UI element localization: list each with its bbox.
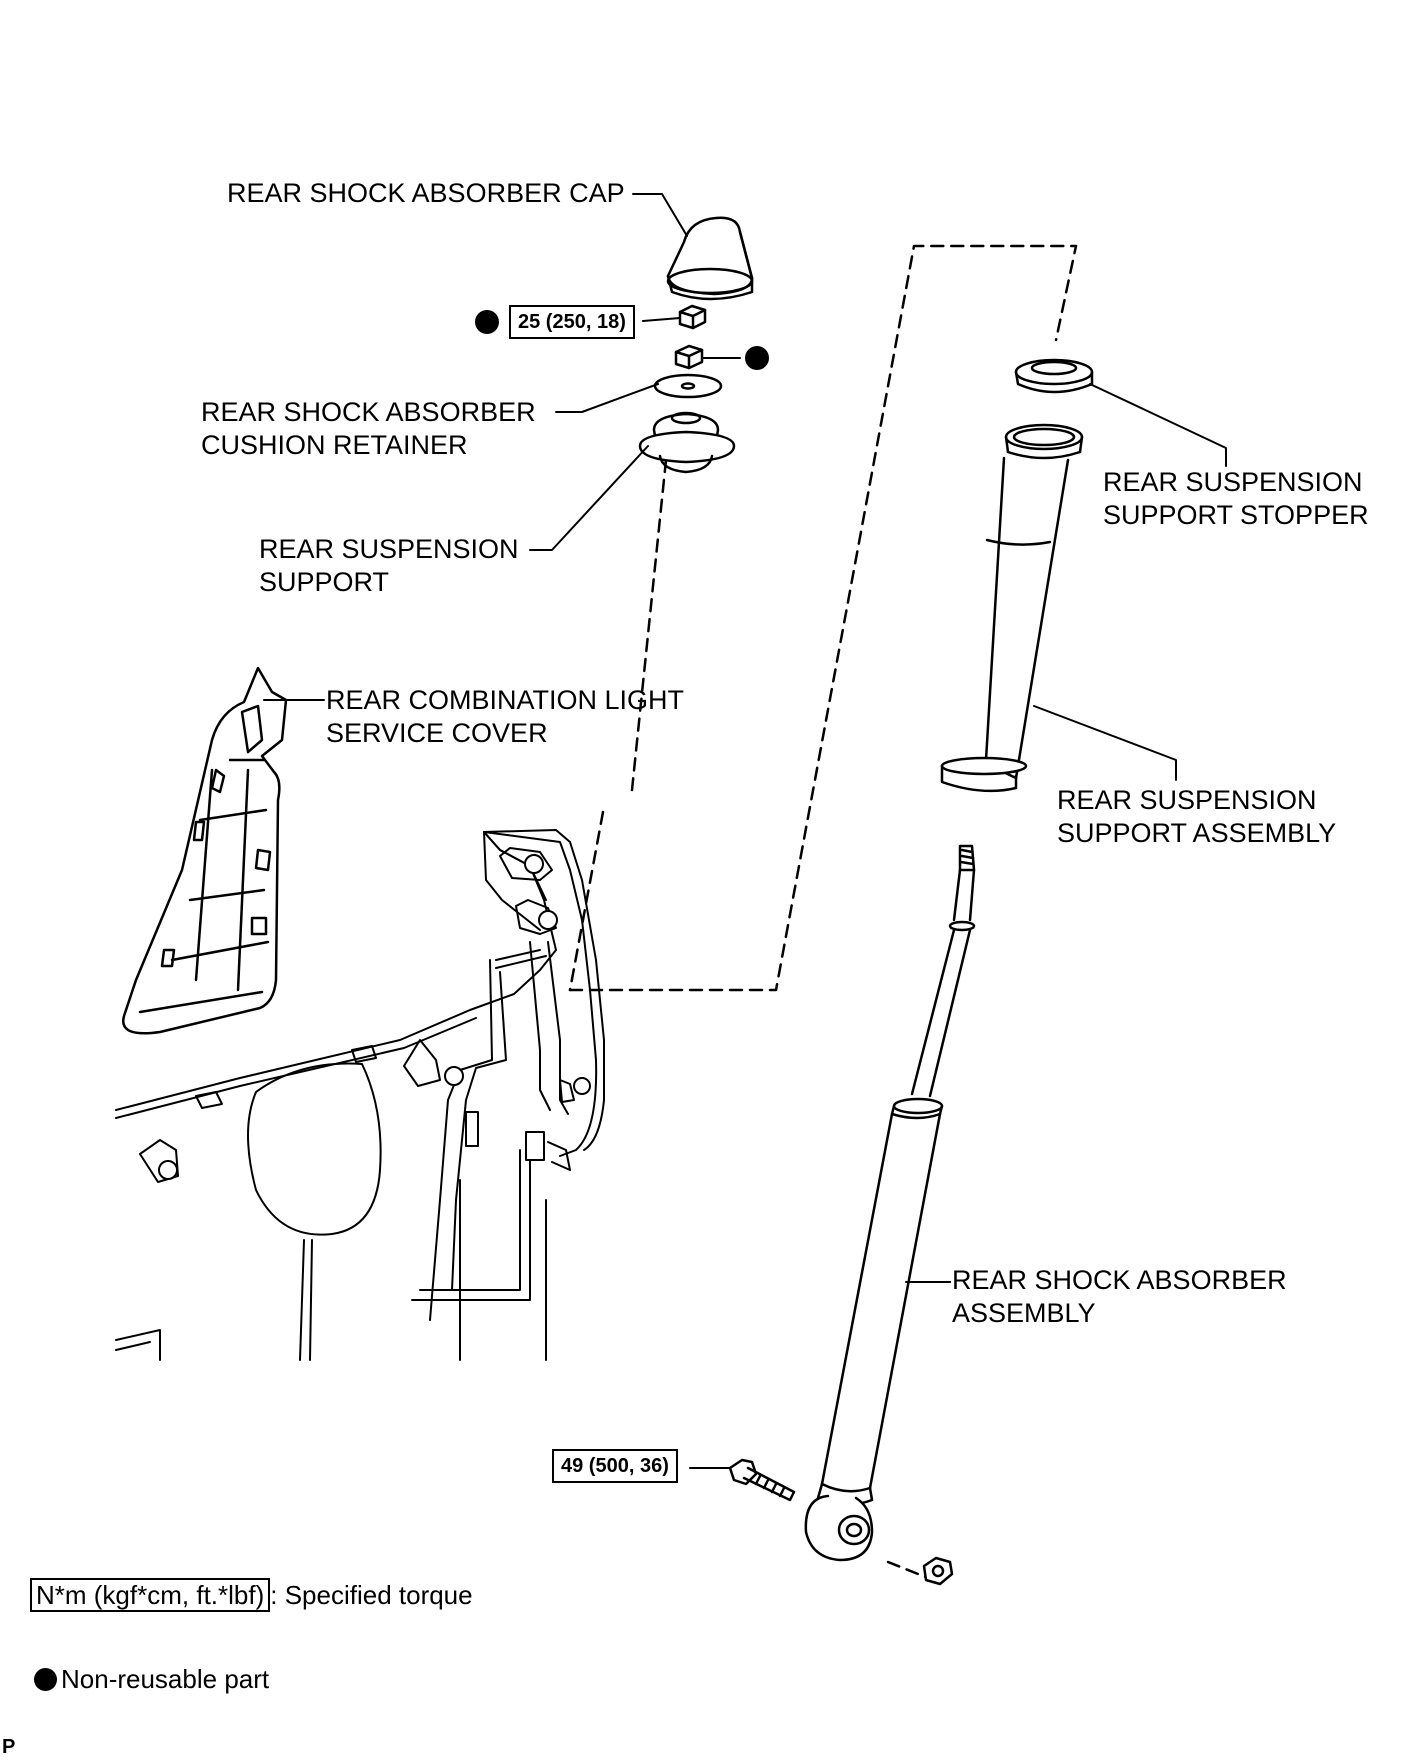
vehicle-body-panel xyxy=(115,829,605,1361)
shock-absorber-assembly xyxy=(804,844,976,1562)
lower-flange-nut xyxy=(922,1556,954,1586)
label-service-cover-line2: SERVICE COVER xyxy=(326,718,548,748)
label-support-assembly-line1: REAR SUSPENSION xyxy=(1057,785,1317,815)
suspension-support xyxy=(638,411,736,474)
label-support-stopper-line2: SUPPORT STOPPER xyxy=(1103,500,1369,530)
label-shock-absorber-assembly-line2: ASSEMBLY xyxy=(952,1298,1096,1328)
label-support-stopper: REAR SUSPENSION SUPPORT STOPPER xyxy=(1103,466,1369,532)
label-service-cover-line1: REAR COMBINATION LIGHT xyxy=(326,685,685,715)
suspension-support-assembly xyxy=(940,423,1084,793)
label-support-assembly: REAR SUSPENSION SUPPORT ASSEMBLY xyxy=(1057,784,1336,850)
legend-torque-text: : Specified torque xyxy=(270,1580,473,1610)
label-suspension-support: REAR SUSPENSION SUPPORT xyxy=(259,533,519,599)
corner-mark: P xyxy=(2,1736,16,1758)
light-service-cover xyxy=(122,666,288,1035)
label-shock-absorber-cap: REAR SHOCK ABSORBER CAP xyxy=(227,178,625,208)
nonreusable-dot-lower xyxy=(745,346,769,370)
label-cushion-retainer-line2: CUSHION RETAINER xyxy=(201,430,468,460)
legend-torque: N*m (kgf*cm, ft.*lbf): Specified torque xyxy=(30,1578,473,1612)
legend-nonreusable-text: Non-reusable part xyxy=(61,1664,270,1694)
label-cushion-retainer-line1: REAR SHOCK ABSORBER xyxy=(201,397,536,427)
cushion-retainer xyxy=(653,373,723,399)
lower-nut xyxy=(674,344,704,370)
suspension-support-stopper xyxy=(1014,358,1094,394)
legend-nonreusable: Non-reusable part xyxy=(34,1662,269,1696)
nonreusable-marks xyxy=(475,310,769,370)
upper-nut xyxy=(678,304,707,330)
filled-circle-icon xyxy=(34,1668,57,1691)
label-service-cover: REAR COMBINATION LIGHT SERVICE COVER xyxy=(326,684,684,750)
torque-box-upper: 25 (250, 18) xyxy=(509,305,635,339)
label-support-assembly-line2: SUPPORT ASSEMBLY xyxy=(1057,818,1337,848)
label-shock-absorber-assembly-line1: REAR SHOCK ABSORBER xyxy=(952,1265,1287,1295)
label-cushion-retainer: REAR SHOCK ABSORBER CUSHION RETAINER xyxy=(201,396,536,462)
legend-torque-unit-box: N*m (kgf*cm, ft.*lbf) xyxy=(30,1578,271,1612)
label-suspension-support-line1: REAR SUSPENSION xyxy=(259,534,519,564)
label-support-stopper-line1: REAR SUSPENSION xyxy=(1103,467,1363,497)
nonreusable-dot-upper xyxy=(475,310,499,334)
label-shock-absorber-assembly: REAR SHOCK ABSORBER ASSEMBLY xyxy=(952,1264,1287,1330)
shock-absorber-cap xyxy=(666,216,754,301)
lower-bolt xyxy=(728,1458,796,1502)
label-suspension-support-line2: SUPPORT xyxy=(259,567,390,597)
torque-box-lower: 49 (500, 36) xyxy=(552,1449,678,1483)
